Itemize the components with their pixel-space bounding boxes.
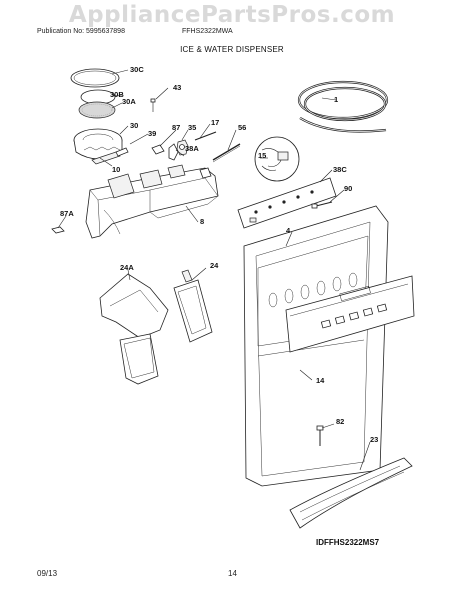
callout-1: 1 xyxy=(334,95,338,104)
part-30c-ring xyxy=(70,68,120,88)
part-8-chute-housing xyxy=(85,164,219,239)
part-30a-screen xyxy=(78,101,116,119)
callout-30b: 30B xyxy=(110,90,124,99)
callout-35: 35 xyxy=(188,123,196,132)
part-82-screw xyxy=(316,425,324,446)
callout-87a: 87A xyxy=(60,209,74,218)
part-24-paddle xyxy=(173,269,213,343)
part-38a-lever xyxy=(168,143,179,161)
watermark: AppliancePartsPros.com xyxy=(68,2,396,28)
callout-82: 82 xyxy=(336,417,344,426)
part-1-water-tube xyxy=(297,80,389,133)
part-23-drip-tray xyxy=(289,457,413,529)
footer-date: 09/13 xyxy=(37,569,58,578)
callout-24a: 24A xyxy=(120,263,134,272)
callout-30c: 30C xyxy=(130,65,144,74)
callout-23: 23 xyxy=(370,435,378,444)
callout-38c: 38C xyxy=(333,165,347,174)
part-90-screw xyxy=(311,201,333,209)
callout-39: 39 xyxy=(148,129,156,138)
part-4-dispenser-front xyxy=(243,205,389,487)
part-35-actuator xyxy=(176,139,189,156)
part-87-clip xyxy=(151,144,165,155)
callout-30a: 30A xyxy=(122,97,136,106)
leader-lines xyxy=(57,69,371,471)
callout-38a: 38A xyxy=(185,144,199,153)
part-43-screw xyxy=(150,98,156,112)
callout-15: 15 xyxy=(258,151,266,160)
part-30-housing xyxy=(73,128,129,165)
callout-4: 4 xyxy=(286,226,291,235)
callout-17: 17 xyxy=(211,118,219,127)
part-15-harness xyxy=(254,136,300,182)
callout-14: 14 xyxy=(316,376,325,385)
page-number: 14 xyxy=(228,569,237,578)
part-56-rod xyxy=(212,143,241,163)
callout-43: 43 xyxy=(173,83,181,92)
page-title: ICE & WATER DISPENSER xyxy=(180,45,284,54)
callout-labels: 30C 43 30B 30A 1 30 17 87 35 39 56 38A 1… xyxy=(60,65,378,444)
callout-10: 10 xyxy=(112,165,120,174)
callout-56: 56 xyxy=(238,123,246,132)
part-14-control-panel xyxy=(285,275,415,353)
callout-8: 8 xyxy=(200,217,204,226)
diagram-id: IDFFHS2322MS7 xyxy=(316,538,380,547)
publication-number: Publication No: 5995637898 xyxy=(37,28,125,35)
part-17-pin xyxy=(194,131,217,141)
callout-90: 90 xyxy=(344,184,352,193)
part-24a-chute-door xyxy=(99,273,169,385)
model-number: FFHS2322MWA xyxy=(182,28,233,35)
part-38c-control-board xyxy=(237,177,337,229)
callout-24: 24 xyxy=(210,261,219,270)
part-87a-clip xyxy=(51,226,65,234)
callout-87: 87 xyxy=(172,123,180,132)
callout-30: 30 xyxy=(130,121,138,130)
